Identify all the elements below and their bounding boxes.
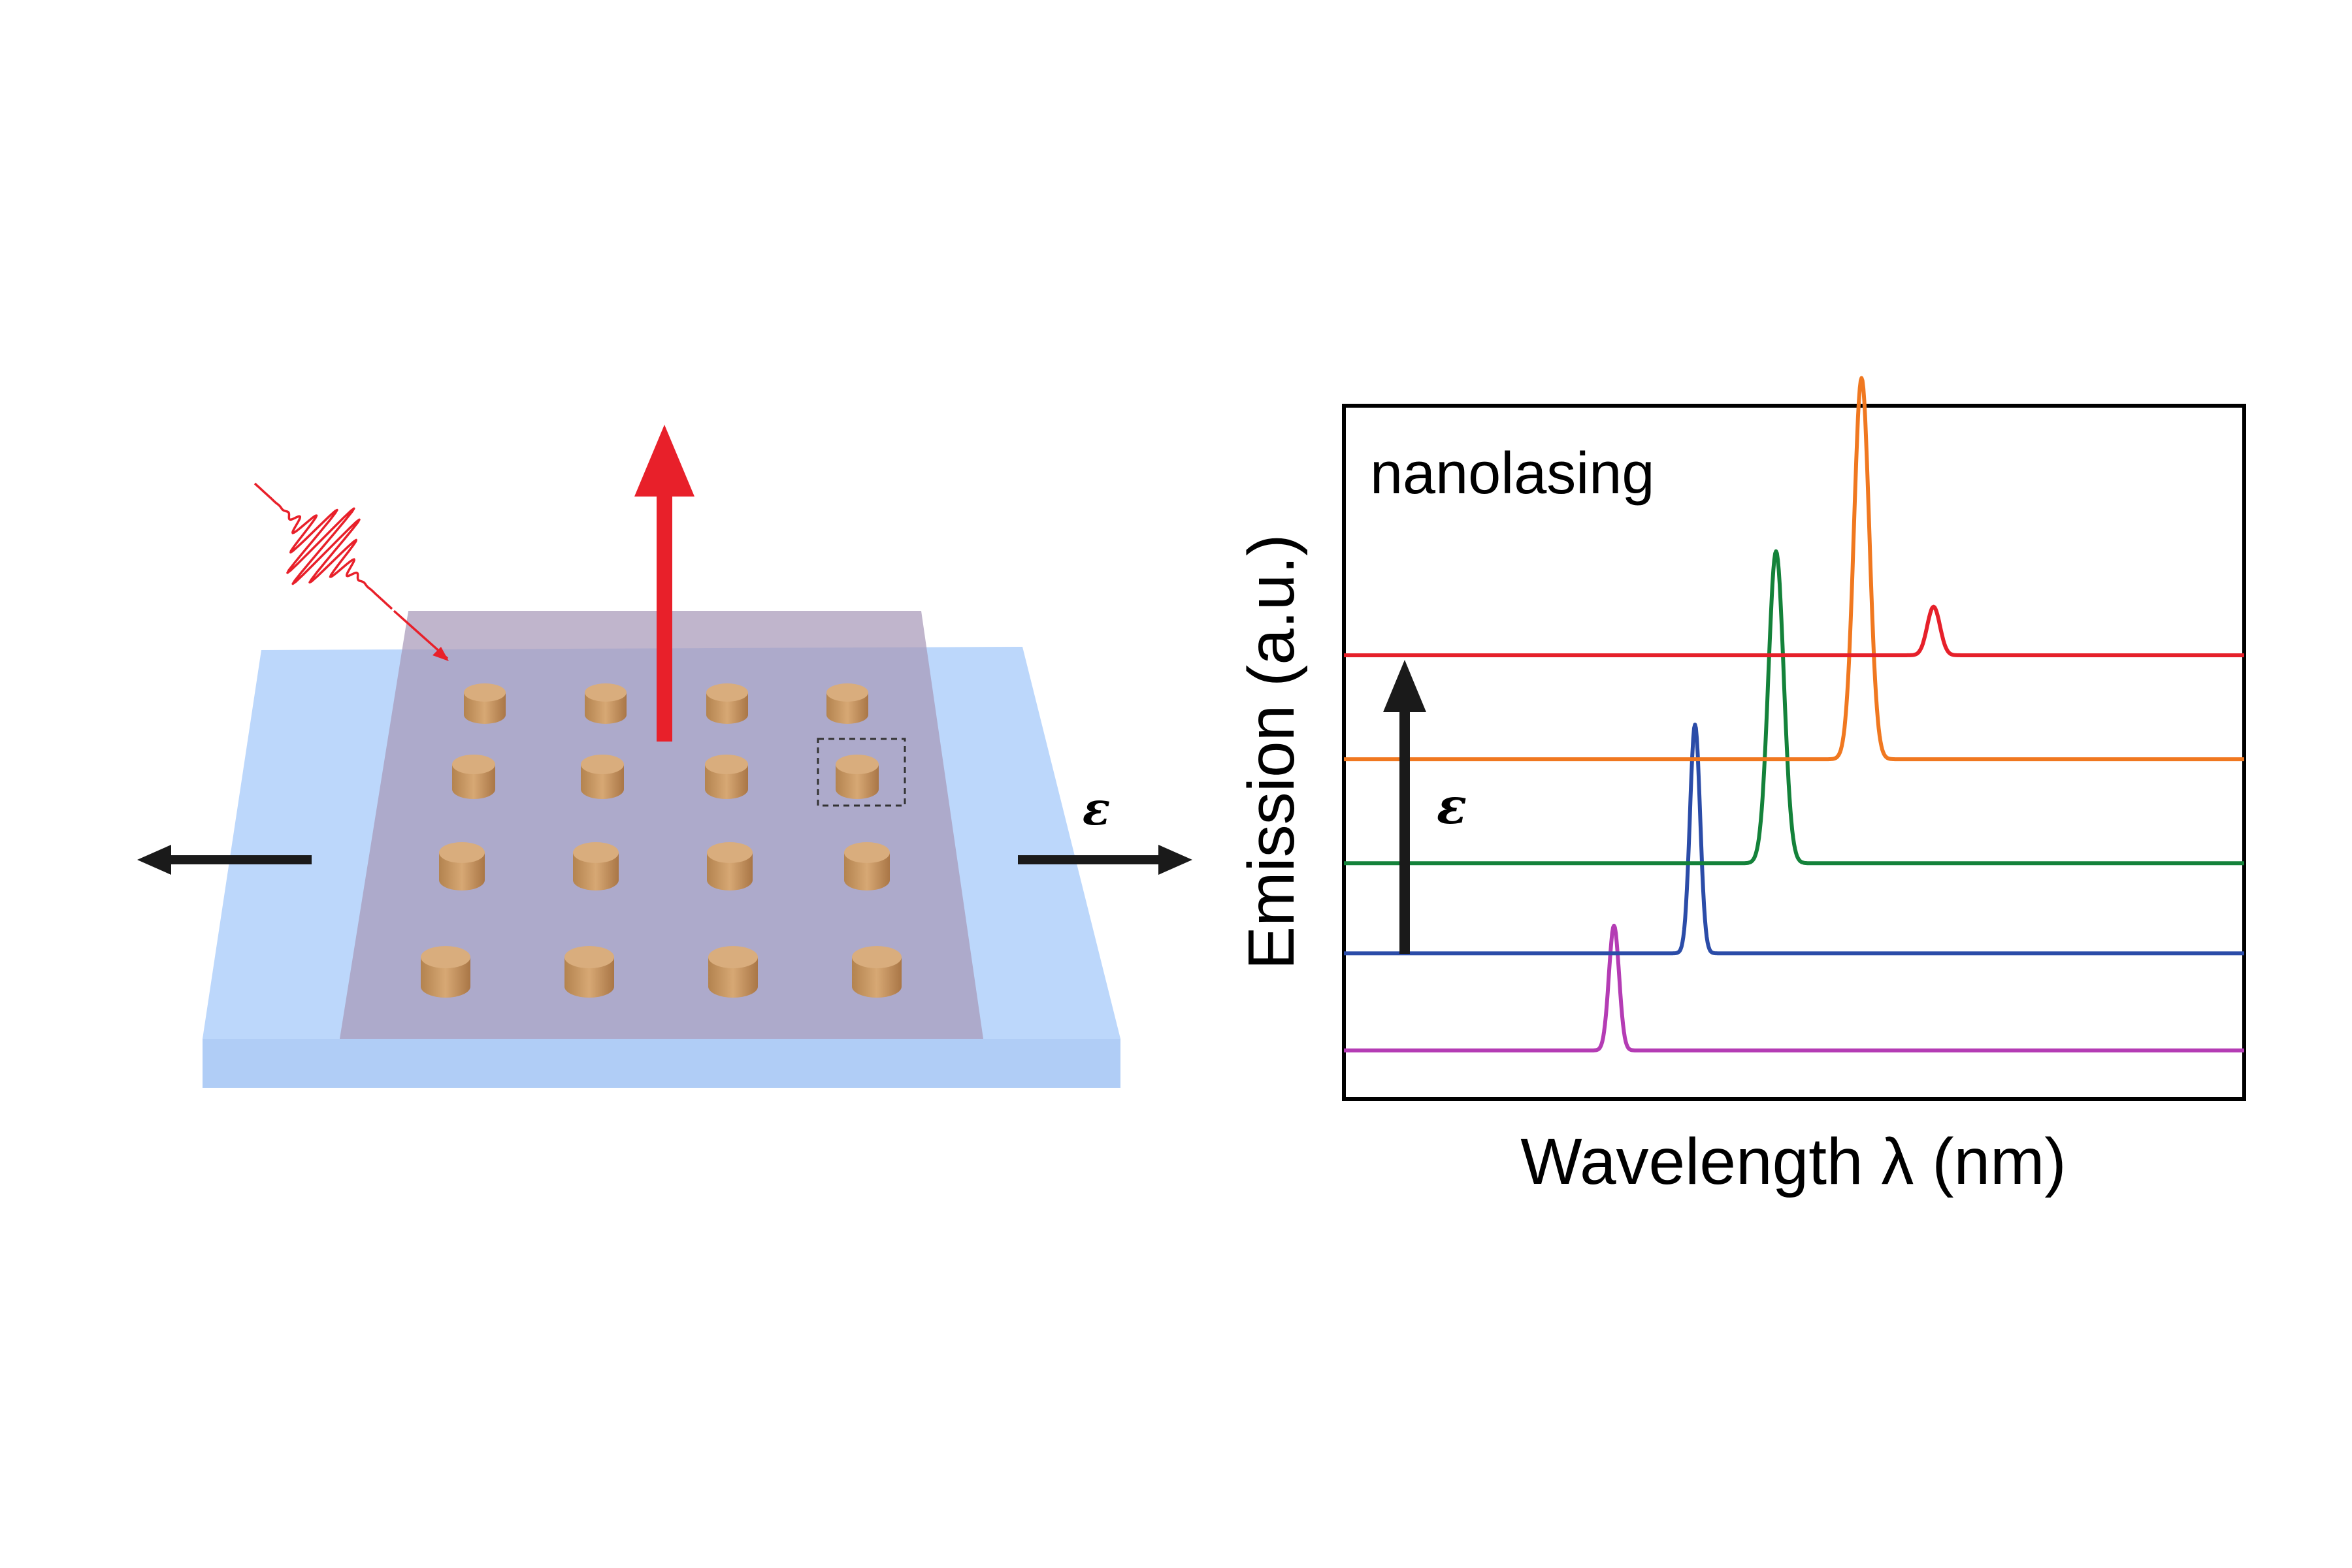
emission-series-4	[1343, 376, 2246, 762]
pillar-r3-c2	[573, 842, 619, 890]
pillar-r2-c2	[581, 755, 624, 799]
series-group	[1343, 376, 2246, 1053]
y-axis-label: Emission (a.u.)	[1235, 534, 1308, 970]
pump-pulse	[253, 482, 449, 661]
emission-chart: nanolasing ε Wavelength λ (nm) Emission …	[1235, 376, 2246, 1198]
x-axis-label: Wavelength λ (nm)	[1520, 1125, 2066, 1198]
plot-frame	[1342, 404, 2246, 1101]
emission-series-5	[1343, 604, 2246, 657]
emission-series-3	[1343, 549, 2246, 866]
strain-arrow-left	[137, 845, 312, 875]
pillar-r4-c4	[852, 946, 902, 998]
pillar-r2-c3	[705, 755, 748, 799]
pillar-r4-c2	[564, 946, 614, 998]
unit-cell-box	[817, 738, 906, 807]
pillar-r3-c4	[844, 842, 890, 890]
pillar-array	[421, 683, 902, 998]
pillar-r3-c3	[707, 842, 753, 890]
pillar-r1-c4	[826, 683, 868, 724]
pillar-r1-c3	[706, 683, 748, 724]
strain-arrow-right	[1018, 845, 1192, 875]
strain-direction-arrow	[1383, 660, 1426, 954]
chart-strain-label: ε	[1437, 777, 1467, 835]
pillar-r4-c1	[421, 946, 470, 998]
chart-annotation: nanolasing	[1370, 441, 1654, 506]
pillar-r2-c4	[836, 755, 879, 799]
device-schematic: ε	[137, 425, 1192, 1088]
pillar-r1-c1	[464, 683, 506, 724]
pillar-r2-c1	[452, 755, 495, 799]
emission-series-1	[1343, 923, 2246, 1053]
emission-arrow	[634, 425, 694, 742]
pillar-r1-c2	[585, 683, 627, 724]
pillar-r4-c3	[708, 946, 758, 998]
pillar-r3-c1	[439, 842, 485, 890]
strain-label: ε	[1083, 781, 1111, 836]
emission-series-2	[1343, 723, 2246, 956]
